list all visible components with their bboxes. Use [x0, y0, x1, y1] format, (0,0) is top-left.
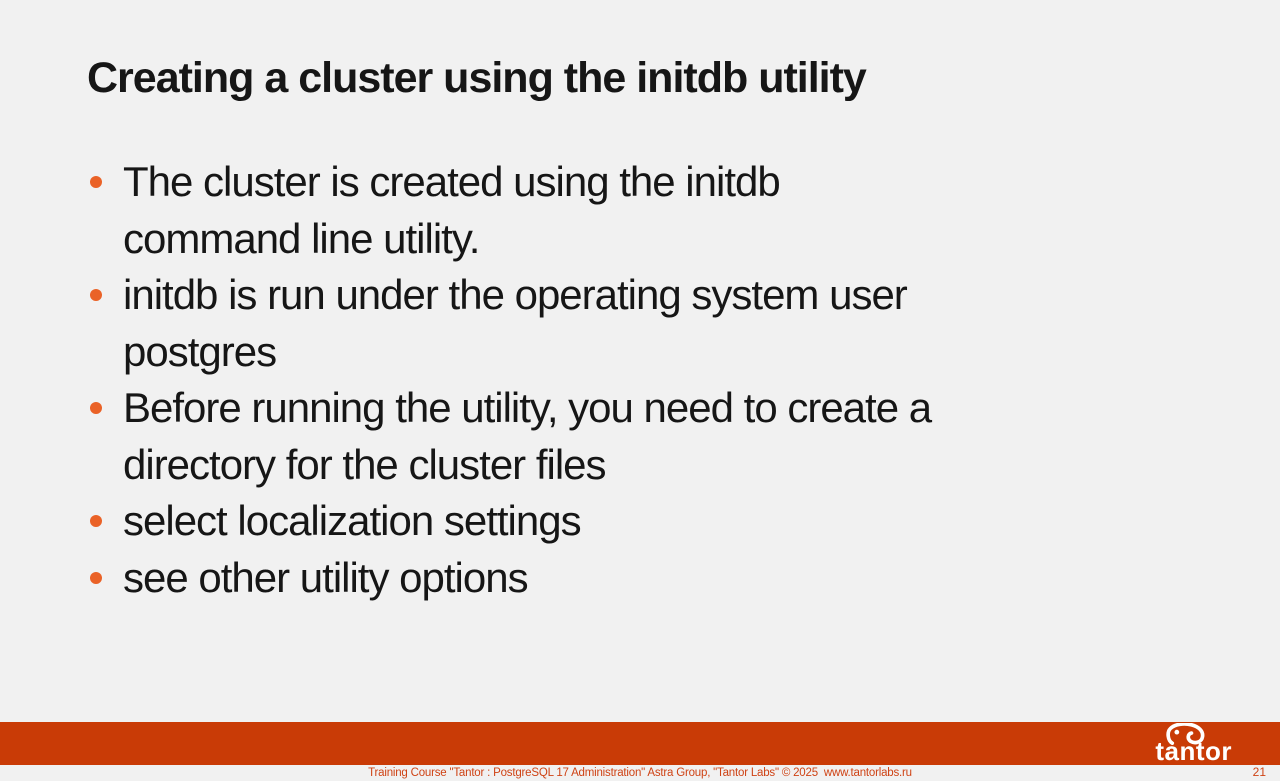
bullet-list: The cluster is created using the initdb …	[88, 154, 1198, 606]
bullet-item: select localization settings	[88, 493, 1198, 550]
slide-title: Creating a cluster using the initdb util…	[87, 54, 867, 102]
tantor-elephant-icon	[1166, 723, 1205, 745]
footer-bar: tantor	[0, 722, 1280, 765]
bullet-item: initdb is run under the operating system…	[88, 267, 1198, 380]
bullet-text: Before running the utility, you need to …	[123, 384, 932, 488]
bullet-item: Before running the utility, you need to …	[88, 380, 1198, 493]
bullet-item: The cluster is created using the initdb …	[88, 154, 1198, 267]
bullet-text: The cluster is created using the initdb …	[123, 158, 781, 262]
bullet-dot	[90, 402, 102, 414]
bullet-text: select localization settings	[123, 497, 582, 544]
bullet-item: see other utility options	[88, 550, 1198, 607]
tantor-logo: tantor	[1155, 723, 1232, 764]
bullet-dot	[90, 289, 102, 301]
bullet-dot	[90, 515, 102, 527]
bullet-dot	[90, 571, 102, 584]
footer-credit: Training Course "Tantor : PostgreSQL 17 …	[368, 767, 912, 779]
bullet-text: initdb is run under the operating system…	[123, 271, 908, 375]
page-number: 21	[1252, 765, 1266, 779]
bullet-dot	[90, 176, 102, 188]
bullet-text: see other utility options	[123, 553, 529, 601]
